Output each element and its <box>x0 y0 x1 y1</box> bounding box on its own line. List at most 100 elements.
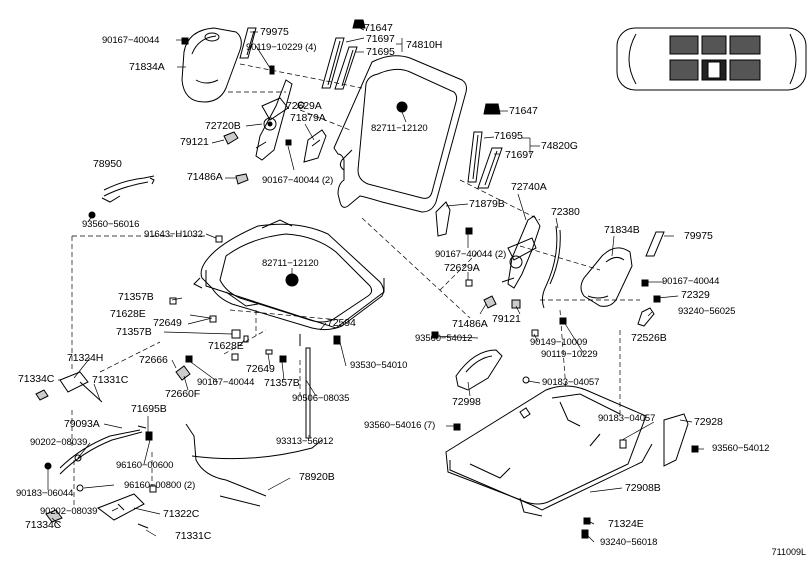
part-label: 93560−54012 <box>712 443 770 454</box>
trim-strip-part <box>239 27 257 59</box>
part-label: 71324H <box>67 352 104 364</box>
part-label: 72998 <box>452 396 481 408</box>
diagram-code: 711009L <box>771 547 806 557</box>
part-label: 71357B <box>264 377 300 389</box>
part-label: 79093A <box>64 418 100 430</box>
cover-panel-part <box>663 413 689 467</box>
part-label: 71322C <box>163 508 200 520</box>
cap-part <box>483 103 501 115</box>
vehicle-layout-icon <box>616 27 807 91</box>
part-label: 71647 <box>509 105 538 117</box>
part-label: 90183−04057 <box>598 413 656 424</box>
cover-panel-part <box>455 349 503 391</box>
part-label: 72329 <box>681 289 710 301</box>
cable-part <box>541 225 558 309</box>
part-label: 71331C <box>92 374 129 386</box>
part-label: 72629A <box>444 262 480 274</box>
part-label: 72526B <box>631 332 667 344</box>
part-label: 79121 <box>492 313 521 325</box>
cover-part <box>637 307 655 327</box>
part-label: 74820G <box>541 140 578 152</box>
part-label: 90167−40044 <box>102 35 160 46</box>
part-label: 90167−40044 <box>662 276 720 287</box>
part-label: 93560−54012 <box>415 333 473 344</box>
part-label: 90506−08035 <box>292 393 350 404</box>
seat-cushion-frame-part <box>193 219 385 331</box>
clip-part <box>223 131 239 145</box>
part-label: 71879B <box>469 198 505 210</box>
bolt-part <box>297 101 305 109</box>
part-label: 93560−56016 <box>82 219 140 230</box>
seat-base-part <box>445 385 653 517</box>
part-label: 90183−04057 <box>542 377 600 388</box>
part-label: 71695 <box>494 130 523 142</box>
part-label: 72649 <box>246 363 275 375</box>
part-label: 72720B <box>205 120 241 132</box>
part-label: 71695B <box>131 403 167 415</box>
part-label: 90119−10229 (4) <box>246 42 317 53</box>
strip-part <box>321 37 345 89</box>
part-label: 91643−H1032 <box>144 229 203 240</box>
part-label: 93560−54016 (7) <box>364 420 436 431</box>
trim-strip-part <box>645 231 665 257</box>
seat-cushion-right-part <box>580 247 633 307</box>
part-label: 90167−40044 (2) <box>435 249 507 260</box>
part-label: 71628E <box>208 340 244 352</box>
part-label: 71486A <box>187 171 223 183</box>
cable-part <box>185 423 323 507</box>
part-label: 72594 <box>327 317 356 329</box>
part-label: 90167−40044 <box>197 377 255 388</box>
part-label: 72666 <box>139 354 168 366</box>
strip-part <box>334 46 358 90</box>
part-label: 71879A <box>290 112 326 124</box>
part-label: 72908B <box>625 482 661 494</box>
part-label: 90183−06044 <box>16 488 74 499</box>
part-label: 90119−10229 <box>541 349 598 360</box>
part-label: 71334C <box>18 373 55 385</box>
seat-cushion-left-part <box>181 27 242 103</box>
cable-part <box>88 175 155 219</box>
rail-lock-part <box>45 493 149 529</box>
part-label: 71331C <box>175 530 212 542</box>
part-label: 96160−00800 (2) <box>124 480 196 491</box>
part-label: 90202−08039 <box>40 506 98 517</box>
part-label: 72928 <box>694 416 723 428</box>
part-label: 71834A <box>129 61 165 73</box>
part-label: 74810H <box>406 39 443 51</box>
bolt-part <box>74 454 82 462</box>
part-label: 71647 <box>364 22 393 34</box>
part-label: 71334C <box>25 519 62 531</box>
part-label: 71324E <box>608 518 644 530</box>
part-label: 93530−54010 <box>350 360 408 371</box>
part-label: 90149−10009 <box>530 337 588 348</box>
part-label: 90167−40044 (2) <box>262 175 334 186</box>
part-label: 82711−12120 <box>371 123 428 134</box>
bracket-part <box>303 129 327 163</box>
part-label: 93240−56025 <box>678 306 736 317</box>
part-label: 71834B <box>604 224 640 236</box>
part-label: 72740A <box>511 181 547 193</box>
part-label: 78950 <box>93 158 122 170</box>
clip-part <box>235 173 249 185</box>
fastener-parts <box>149 227 699 539</box>
part-label: 93240−56018 <box>600 537 658 548</box>
part-label: 96160−00600 <box>116 460 174 471</box>
part-label: 71486A <box>452 318 488 330</box>
part-label: 93313−56012 <box>276 436 334 447</box>
recliner-hinge-left-part <box>255 79 293 161</box>
part-label: 72380 <box>551 206 580 218</box>
part-label: 90202−08039 <box>30 437 88 448</box>
part-label: 71628E <box>110 308 146 320</box>
part-label: 82711−12120 <box>262 258 319 269</box>
bracket-part <box>435 201 451 237</box>
part-label: 71695 <box>366 46 395 58</box>
release-lever-part <box>35 371 103 403</box>
part-label: 71697 <box>366 33 395 45</box>
part-label: 72649 <box>153 317 182 329</box>
part-label: 79975 <box>684 230 713 242</box>
recliner-hinge-right-part <box>501 215 541 289</box>
bolt-part <box>76 484 84 492</box>
bolt-part <box>285 139 292 146</box>
bolt-part <box>181 37 189 45</box>
